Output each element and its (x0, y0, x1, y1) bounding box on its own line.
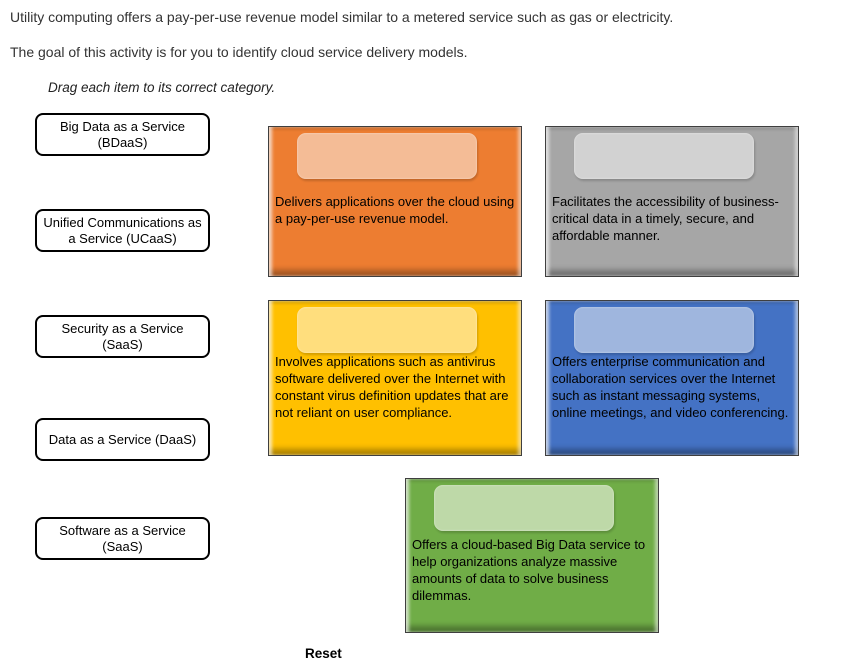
drag-item-ucaas[interactable]: Unified Communications as a Service (UCa… (35, 209, 210, 252)
drag-item-label: Security as a Service (SaaS) (61, 320, 184, 352)
category-description: Facilitates the accessibility of busines… (552, 194, 779, 243)
drag-item-label: Unified Communications as a Service (UCa… (43, 214, 202, 246)
drag-item-security-saas[interactable]: Security as a Service (SaaS) (35, 315, 210, 358)
category-box-gray: Facilitates the accessibility of busines… (545, 126, 799, 277)
drop-target-orange[interactable] (297, 133, 477, 179)
drag-item-bdaas[interactable]: Big Data as a Service (BDaaS) (35, 113, 210, 156)
drag-instruction: Drag each item to its correct category. (48, 80, 276, 95)
intro-text: Utility computing offers a pay-per-use r… (10, 9, 674, 25)
category-description: Offers enterprise communication and coll… (552, 354, 789, 420)
category-box-orange: Delivers applications over the cloud usi… (268, 126, 522, 277)
drag-item-label: Software as a Service (SaaS) (59, 522, 186, 554)
drop-target-green[interactable] (434, 485, 614, 531)
category-box-green: Offers a cloud-based Big Data service to… (405, 478, 659, 633)
drop-target-gray[interactable] (574, 133, 754, 179)
drag-item-label: Big Data as a Service (BDaaS) (59, 118, 185, 150)
drop-target-blue[interactable] (574, 307, 754, 353)
goal-text: The goal of this activity is for you to … (10, 44, 468, 60)
category-box-gold: Involves applications such as antivirus … (268, 300, 522, 456)
category-description: Delivers applications over the cloud usi… (275, 194, 515, 226)
reset-button[interactable]: Reset (305, 646, 342, 661)
drag-item-software-saas[interactable]: Software as a Service (SaaS) (35, 517, 210, 560)
drag-item-daas[interactable]: Data as a Service (DaaS) (35, 418, 210, 461)
drag-item-label: Data as a Service (DaaS) (48, 431, 197, 447)
drop-target-gold[interactable] (297, 307, 477, 353)
category-description: Involves applications such as antivirus … (275, 354, 509, 420)
category-description: Offers a cloud-based Big Data service to… (412, 537, 646, 603)
category-box-blue: Offers enterprise communication and coll… (545, 300, 799, 456)
